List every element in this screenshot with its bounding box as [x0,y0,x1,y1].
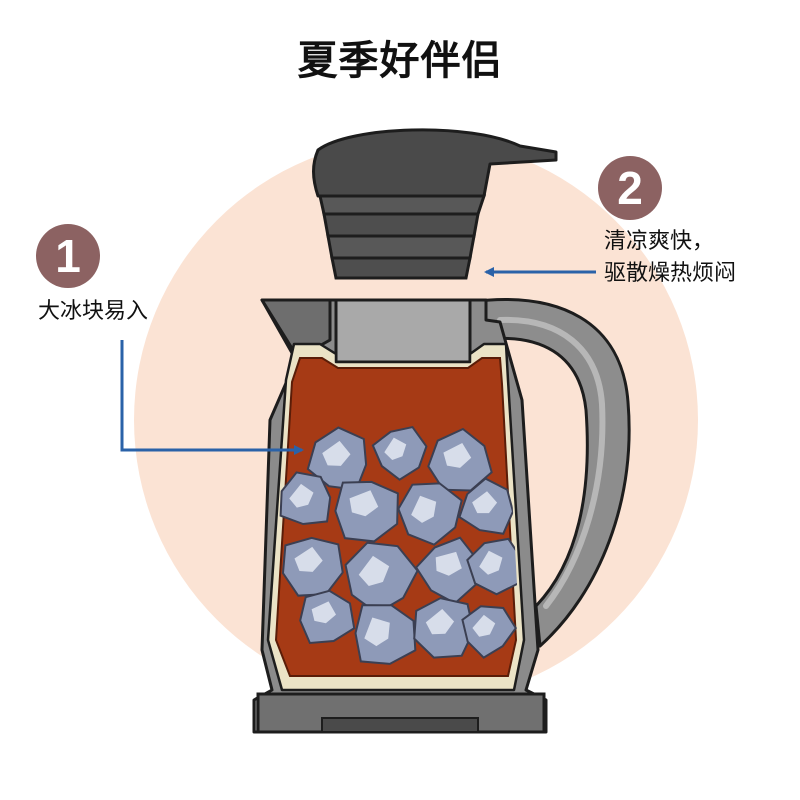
callout-text-2-line-1: 清凉爽快， [604,229,715,254]
ice-cube-icon [413,597,475,659]
ice-cubes [279,425,520,665]
ice-cube-icon [427,427,493,492]
pitcher-handle [468,298,631,648]
page-title: 夏季好伴侣 [297,38,503,84]
ice-cube-icon [458,477,515,535]
ice-cube-icon [299,589,356,645]
ice-cube-icon [334,480,399,543]
ice-cube-icon [344,541,419,615]
callout-number-1: 1 [36,224,100,288]
ice-cube-icon [371,425,428,481]
ice-cube-icon [466,537,520,596]
ice-cube-icon [279,471,332,526]
ice-cube-icon [354,604,417,665]
arrow-icon-1 [120,340,304,455]
callout-text-2: 清凉爽快， 驱散燥热烦闷 [604,226,736,290]
ice-cube-icon [461,605,518,659]
lid-icon [312,128,558,280]
callout-text-2-line-2: 驱散燥热烦闷 [604,261,737,286]
callout-number-2: 2 [598,156,662,220]
callout-text-1: 大冰块易入 [38,299,149,324]
ice-cube-icon [397,482,463,546]
